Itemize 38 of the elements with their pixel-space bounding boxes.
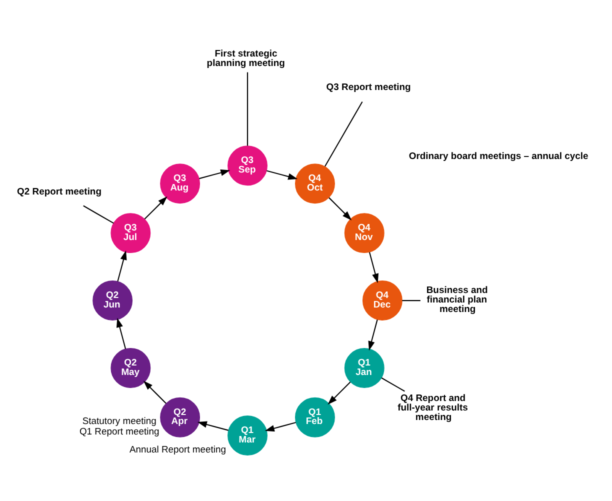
node-text: First strategic planning meeting bbox=[206, 48, 285, 69]
arrow bbox=[266, 170, 298, 180]
node-circle: Q4 Nov bbox=[344, 213, 384, 254]
label: Ordinary board meetings – annual cycle bbox=[408, 151, 588, 162]
arrow bbox=[368, 320, 378, 351]
node-circle: Q1 Feb bbox=[295, 397, 335, 438]
arrow bbox=[328, 197, 352, 220]
connector bbox=[246, 72, 248, 146]
arrow bbox=[197, 421, 228, 431]
node-text: Q3 Report meeting bbox=[326, 82, 411, 94]
node-circle: Q1 Mar bbox=[228, 415, 268, 456]
node-label: Annual Report meeting bbox=[129, 444, 226, 456]
node-text: Business and financial plan meeting bbox=[426, 285, 488, 316]
node-label: Statutory meeting bbox=[82, 416, 156, 428]
arrow bbox=[116, 318, 126, 349]
arrow bbox=[368, 252, 379, 284]
arrow bbox=[328, 382, 351, 405]
node-circle: Q4 Dec bbox=[362, 280, 402, 321]
connector bbox=[83, 205, 114, 224]
node-circle: Q3 Jul bbox=[110, 213, 151, 254]
arrow bbox=[264, 422, 296, 432]
node-label: Q1 Report meeting bbox=[79, 426, 160, 438]
arrow bbox=[144, 196, 168, 220]
node-circle: Q2 May bbox=[110, 348, 151, 388]
connector bbox=[324, 101, 363, 167]
node-text: Q2 Report meeting bbox=[17, 186, 102, 198]
node-circle: Q4 Oct bbox=[295, 164, 335, 204]
node-circle: Q3 Aug bbox=[160, 164, 200, 204]
arrow bbox=[199, 170, 230, 180]
arrow bbox=[117, 250, 127, 282]
connector bbox=[381, 377, 405, 392]
node-circle: Q2 Apr bbox=[160, 397, 200, 438]
node-circle: Q3 Sep bbox=[228, 146, 268, 186]
node-text: Q4 Report and full-year results meeting bbox=[398, 393, 468, 423]
node-circle: Q2 Jun bbox=[92, 280, 133, 321]
node-circle: Q1 Jan bbox=[344, 348, 384, 388]
connector bbox=[402, 300, 420, 302]
arrow bbox=[143, 380, 166, 404]
